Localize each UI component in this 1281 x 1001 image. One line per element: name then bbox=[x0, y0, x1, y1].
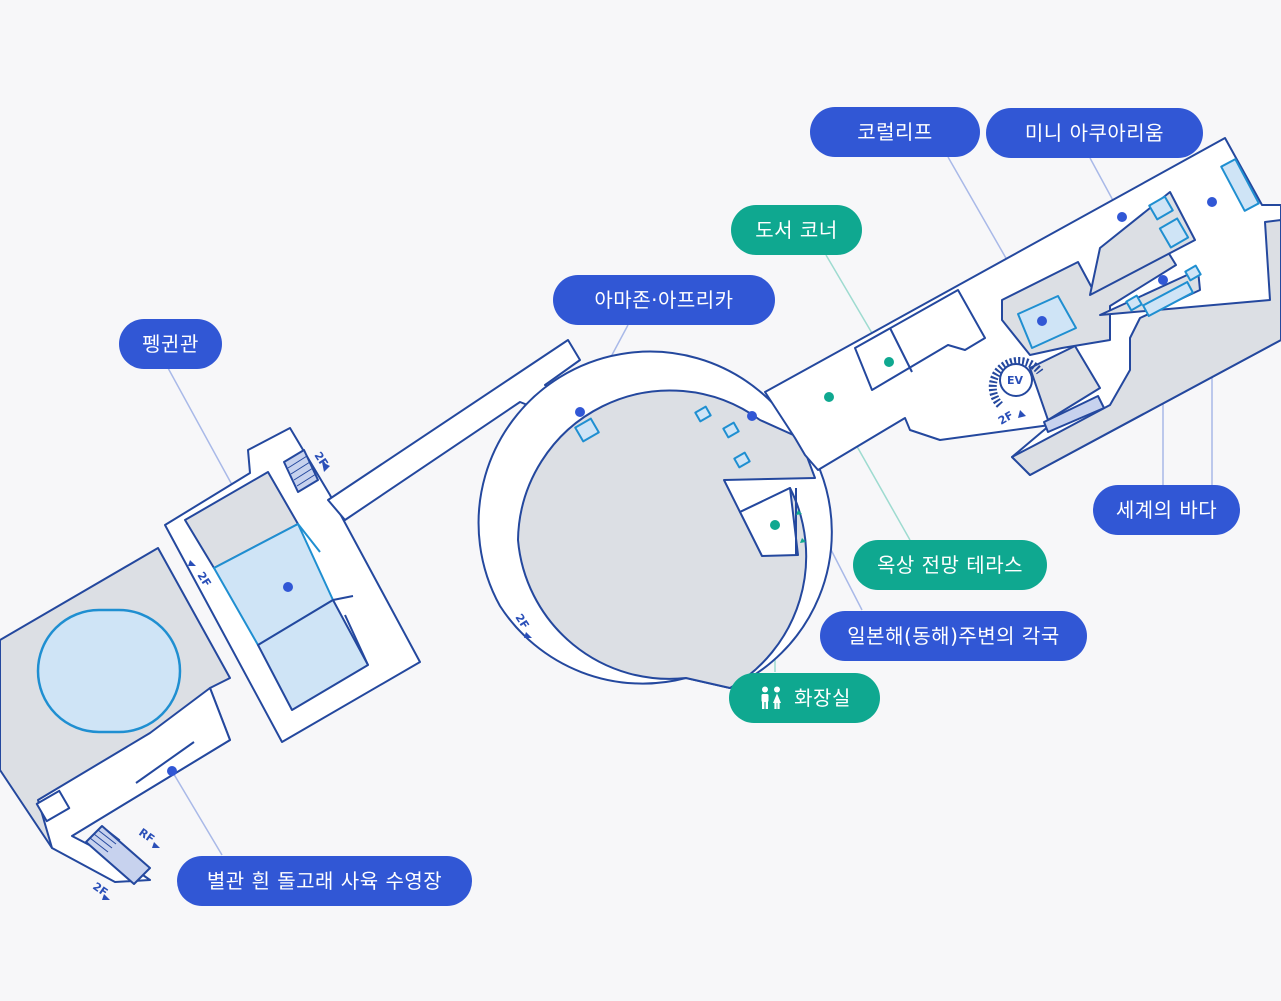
label-world-ocean[interactable]: 세계의 바다 bbox=[1093, 485, 1240, 535]
world-tank-1 bbox=[1220, 158, 1260, 212]
rotunda-case-4 bbox=[733, 451, 751, 469]
penguin-inner-wall-2 bbox=[332, 595, 354, 601]
label-mini-aquarium[interactable]: 미니 아쿠아리움 bbox=[986, 108, 1203, 158]
arrow-4 bbox=[1018, 410, 1026, 418]
marker-terrace bbox=[824, 392, 834, 402]
label-rooftop-terrace[interactable]: 옥상 전망 테라스 bbox=[853, 540, 1047, 590]
marker-toilet bbox=[770, 520, 780, 530]
marker-japan bbox=[747, 411, 757, 421]
label-amazon-africa[interactable]: 아마존·아프리카 bbox=[553, 275, 775, 325]
coral-tank bbox=[1017, 295, 1077, 349]
arrow-1 bbox=[322, 462, 330, 472]
annex-wall-line bbox=[135, 741, 195, 784]
restroom-room bbox=[739, 487, 799, 557]
annex-corner-room bbox=[35, 789, 71, 823]
mini-aquarium-room bbox=[1089, 191, 1196, 296]
label-restroom[interactable]: 화장실 bbox=[729, 673, 880, 723]
marker-beluga bbox=[167, 766, 177, 776]
arrow-5 bbox=[102, 894, 110, 900]
beluga-pool bbox=[36, 608, 182, 734]
stairs-annex bbox=[85, 825, 151, 885]
mini-tank-2 bbox=[1158, 217, 1190, 249]
rotunda-case-3 bbox=[722, 421, 740, 439]
label-sea-of-japan[interactable]: 일본해(동해)주변의 각국 bbox=[820, 611, 1087, 661]
tag-rf-annex: RF bbox=[136, 826, 157, 846]
marker-coral bbox=[1037, 316, 1047, 326]
stairs-east bbox=[1043, 395, 1105, 433]
stairs-penguin bbox=[283, 449, 319, 493]
world-tank-3 bbox=[1125, 294, 1143, 312]
restroom-label-text: 화장실 bbox=[794, 686, 851, 710]
marker-mini bbox=[1117, 212, 1127, 222]
elevator-label: EV bbox=[1007, 374, 1024, 387]
leader-beluga bbox=[171, 770, 223, 856]
marker-world-b bbox=[1207, 197, 1217, 207]
arrow-3 bbox=[524, 632, 532, 638]
rotunda-case-1 bbox=[574, 417, 600, 443]
marker-amazon bbox=[575, 407, 585, 417]
arrow-2 bbox=[188, 560, 196, 566]
label-penguin[interactable]: 펭귄관 bbox=[119, 319, 222, 369]
world-tank-4 bbox=[1184, 264, 1202, 282]
marker-penguin bbox=[283, 582, 293, 592]
label-coral-reef[interactable]: 코럴리프 bbox=[810, 107, 980, 157]
arrow-8 bbox=[800, 538, 806, 543]
library-divider bbox=[889, 327, 913, 373]
restroom-icon bbox=[761, 686, 782, 709]
penguin-divider bbox=[344, 614, 369, 666]
arrow-6 bbox=[152, 842, 160, 848]
marker-library bbox=[884, 357, 894, 367]
markers bbox=[167, 197, 1217, 776]
arrow-7 bbox=[796, 510, 802, 515]
tag-2f-annex: 2F bbox=[90, 880, 110, 899]
penguin-inner-wall bbox=[297, 523, 321, 553]
label-library[interactable]: 도서 코너 bbox=[731, 205, 862, 255]
mini-tank-1 bbox=[1148, 195, 1174, 221]
marker-world-a bbox=[1158, 275, 1168, 285]
elevator bbox=[988, 357, 1044, 408]
world-corridor-block bbox=[1029, 345, 1101, 421]
world-tank-2 bbox=[1142, 280, 1194, 318]
label-beluga-pool[interactable]: 별관 흰 돌고래 사육 수영장 bbox=[177, 856, 472, 906]
rotunda-case-2 bbox=[694, 405, 712, 423]
